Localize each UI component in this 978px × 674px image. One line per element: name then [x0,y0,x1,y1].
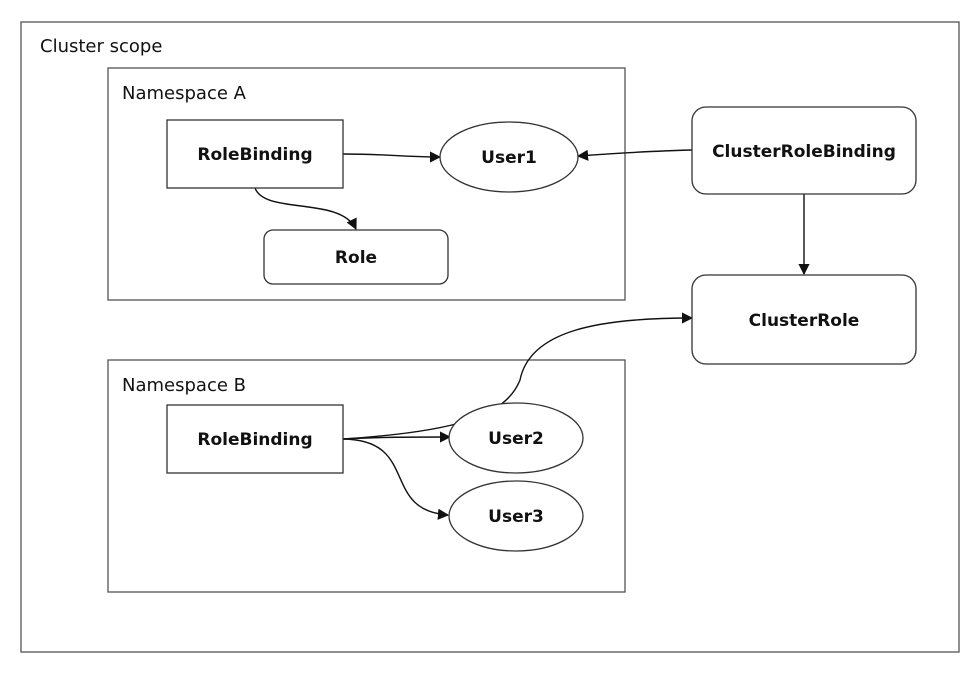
rolebinding-a-label: RoleBinding [197,145,312,165]
user3-node[interactable]: User3 [448,480,584,552]
role-label: Role [335,248,377,268]
edge-clusterrolebinding-to-user1 [576,149,693,161]
clusterrolebinding-node[interactable]: ClusterRoleBinding [691,106,917,195]
namespace-a-label: Namespace A [122,83,247,104]
namespace-b-frame [107,359,626,593]
cluster-scope-label: Cluster scope [40,36,162,57]
user1-node[interactable]: User1 [439,121,579,193]
cluster-scope-frame [20,21,960,653]
clusterrolebinding-label: ClusterRoleBinding [712,142,896,162]
user2-node[interactable]: User2 [448,402,584,474]
rolebinding-b-node[interactable]: RoleBinding [166,404,344,474]
edge-rolebinding-a-to-role [254,187,357,231]
namespace-b-label: Namespace B [122,375,246,396]
namespace-a-frame [107,67,626,301]
role-node[interactable]: Role [263,229,449,285]
edge-rolebinding-b-to-user3 [342,438,450,520]
user3-label: User3 [488,507,544,527]
user2-label: User2 [488,429,544,449]
user1-label: User1 [481,148,537,168]
rolebinding-b-label: RoleBinding [197,430,312,450]
edge-rolebinding-a-to-user1 [342,151,442,163]
edge-rolebinding-b-to-clusterrole [342,312,694,440]
rolebinding-a-node[interactable]: RoleBinding [166,119,344,189]
clusterrole-node[interactable]: ClusterRole [691,274,917,365]
clusterrole-label: ClusterRole [749,311,860,331]
